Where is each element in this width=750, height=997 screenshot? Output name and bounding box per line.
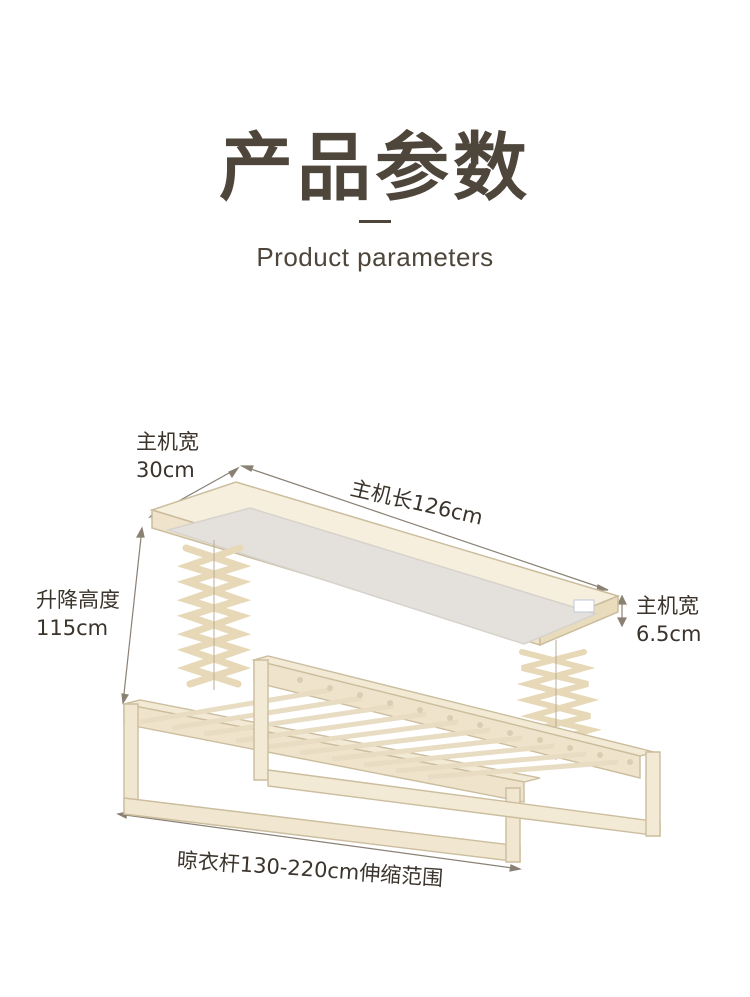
arrow-head <box>121 693 129 705</box>
product-sticker <box>573 599 595 613</box>
lift-height-caption: 升降高度 <box>36 588 120 612</box>
main-height-value: 6.5cm <box>636 622 702 646</box>
arrow-head <box>509 864 522 872</box>
lift-dimension-line <box>122 527 143 704</box>
main-width-value: 30cm <box>136 458 195 482</box>
lift-height-label: 升降高度 115cm <box>36 586 120 642</box>
drying-rack <box>123 655 661 863</box>
arrow-head <box>617 594 627 605</box>
rod-dimension-line <box>117 813 521 870</box>
main-width-label: 主机宽 30cm <box>136 428 199 484</box>
rack-holes <box>297 677 633 765</box>
length-dimension-line <box>241 465 609 591</box>
main-height-label: 主机宽 6.5cm <box>636 592 701 648</box>
page-title: 产品参数 <box>219 125 531 211</box>
arrow-head <box>239 465 254 472</box>
main-width-caption: 主机宽 <box>136 430 199 454</box>
title-divider <box>359 220 391 223</box>
dimension-lines <box>116 465 627 872</box>
arrow-head <box>135 526 145 538</box>
arrow-head <box>228 466 240 479</box>
left-scissor-lift <box>176 544 252 688</box>
arrow-head <box>617 617 627 628</box>
lift-height-value: 115cm <box>36 616 109 640</box>
main-host-unit <box>149 481 621 647</box>
main-height-caption: 主机宽 <box>636 594 699 618</box>
page-subtitle: Product parameters <box>256 242 494 272</box>
arrow-head <box>596 584 609 591</box>
